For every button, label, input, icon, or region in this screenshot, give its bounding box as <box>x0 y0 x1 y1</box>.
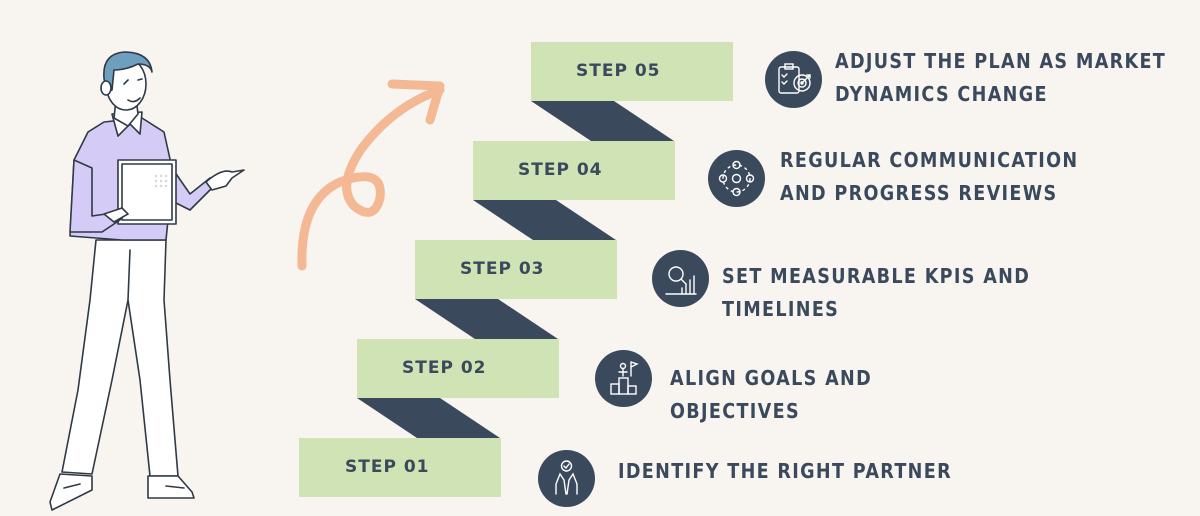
step-02-box <box>357 339 559 398</box>
step-03-description: SET MEASURABLE KPIS AND TIMELINES <box>722 264 1031 321</box>
step-05-box <box>531 42 733 101</box>
teamwork-high-five-icon <box>538 450 595 507</box>
step-01-box <box>299 438 501 497</box>
kpi-chart-magnifier-icon <box>652 250 709 307</box>
step-05-description: ADJUST THE PLAN AS MARKET DYNAMICS CHANG… <box>835 49 1167 106</box>
plan-target-clipboard-icon <box>765 51 822 108</box>
step-04-box <box>473 141 675 200</box>
presenter-illustration <box>49 51 245 511</box>
step-04-label: STEP 04 <box>518 160 603 180</box>
step-01-description: IDENTIFY THE RIGHT PARTNER <box>618 459 952 483</box>
step-02-label: STEP 02 <box>402 358 487 378</box>
communication-network-icon <box>708 150 765 207</box>
step-04-description: REGULAR COMMUNICATION AND PROGRESS REVIE… <box>780 148 1079 205</box>
step-03-box <box>415 240 617 299</box>
step-02-description: ALIGN GOALS AND OBJECTIVES <box>670 366 873 423</box>
goal-podium-flag-icon <box>595 350 652 407</box>
step-01-label: STEP 01 <box>345 457 430 477</box>
step-03-label: STEP 03 <box>460 259 545 279</box>
curly-arrow-icon <box>297 79 445 271</box>
step-05-label: STEP 05 <box>576 61 661 81</box>
